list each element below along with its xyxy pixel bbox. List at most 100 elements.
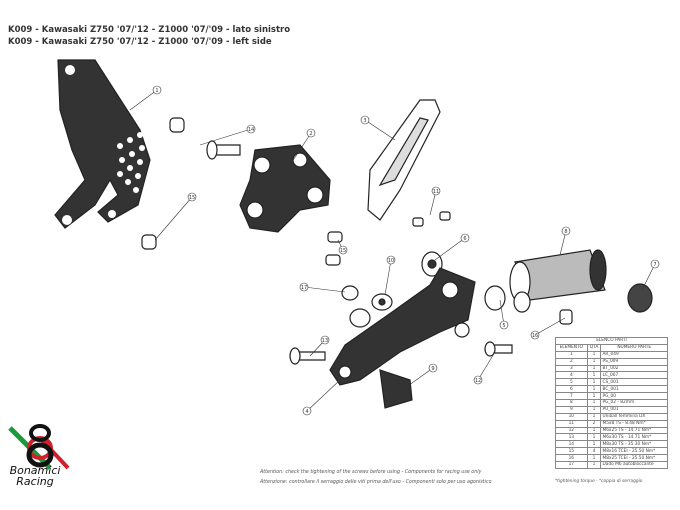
callout-circle [306, 128, 316, 138]
leader-line [534, 317, 566, 336]
quantity: 1 [586, 350, 602, 359]
element-number: 15 [555, 447, 588, 456]
part-number: M5x8 TS - 8.48 Nm* [600, 419, 668, 428]
callout-number: 15 [340, 248, 346, 254]
title-english: K009 - Kawasaki Z750 '07/'12 - Z1000 '07… [8, 37, 272, 47]
part-number: BC_001 [600, 385, 668, 394]
element-number: 5 [555, 378, 588, 387]
element-number: 10 [555, 412, 588, 421]
quantity: 1 [586, 461, 602, 469]
quantity: 1 [586, 357, 602, 366]
part-number: PG_02 - 82mm [600, 399, 668, 407]
quantity: 2 [586, 419, 602, 428]
title-italian: K009 - Kawasaki Z750 '07/'12 - Z1000 '07… [8, 25, 291, 35]
callout-number: 13 [322, 338, 328, 344]
quantity: 1 [586, 392, 602, 401]
quantity: 1 [586, 399, 602, 407]
warning-italian: Attenzione: controllare il serraggio del… [260, 480, 492, 485]
callout-circle [302, 406, 312, 416]
callout-number: 2 [309, 131, 312, 137]
quantity: 1 [586, 364, 602, 373]
leader-line [434, 237, 466, 261]
leader-line [641, 263, 656, 291]
part-number: M6x25 TS - 14.71 Nm* [600, 426, 668, 435]
element-number: 1 [555, 350, 588, 359]
part-number: PG_00 [600, 392, 668, 401]
table-title: ELENCO PARTI [555, 337, 668, 345]
callout-circle [428, 363, 438, 373]
part-4-lever [329, 267, 476, 386]
quantity: 1 [586, 385, 602, 394]
part-number: M8x16 TCEI - 25.50 Nm* [600, 447, 668, 456]
part-number: BT_002 [600, 364, 668, 373]
element-number: 7 [555, 392, 588, 401]
callout-number: 5 [502, 323, 505, 329]
callout-number: 4 [305, 409, 308, 415]
element-number: 13 [555, 433, 588, 442]
leader-line [154, 196, 193, 241]
part-number: LC_007 [600, 371, 668, 380]
callout-number: 14 [248, 127, 254, 133]
element-number: 17 [555, 461, 588, 469]
part-7-end-cap [627, 283, 653, 313]
bonamici-logo [8, 424, 70, 470]
quantity: 1 [586, 412, 602, 421]
part-number: AR_049 [600, 350, 668, 359]
element-number: 16 [555, 454, 588, 463]
column-header: QTÀ [586, 343, 602, 352]
callout-number: 1 [155, 88, 158, 94]
leader-line [384, 259, 392, 296]
element-number: 4 [555, 371, 588, 380]
element-number: 8 [555, 399, 588, 407]
callout-number: 10 [388, 258, 394, 264]
part-number: CS_001 [600, 378, 668, 387]
callout-number: 8 [564, 229, 567, 235]
screw-top [169, 117, 185, 133]
callout-number: 11 [433, 189, 439, 195]
column-header: ELEMENTO [555, 343, 588, 352]
callout-circle [386, 255, 396, 265]
parts-list-table: ELENCO PARTI ELEMENTO QTÀ NUMERO PARTE 1… [555, 337, 668, 469]
callout-number: 3 [363, 118, 366, 124]
element-number: 12 [555, 426, 588, 435]
callout-number: 16 [532, 333, 538, 339]
part-number: M8x25 TCEI - 25.50 Nm* [600, 454, 668, 463]
callout-number: 15 [189, 195, 195, 201]
callout-number: 6 [463, 236, 466, 242]
callout-circle [499, 320, 509, 330]
logo-text-bonamici: Bonamici [9, 464, 61, 477]
callout-circle [152, 85, 162, 95]
element-number: 2 [555, 357, 588, 366]
element-number: 6 [555, 385, 588, 394]
warning-english: Attention: check the tightening of the s… [260, 470, 482, 475]
callout-number: 17 [301, 285, 307, 291]
part-number: M6x30 TS - 14.71 Nm* [600, 433, 668, 442]
quantity: 1 [586, 426, 602, 435]
part-number: Dado M6 autobloccante [600, 461, 668, 469]
callout-circle [460, 233, 470, 243]
element-number: 9 [555, 405, 588, 414]
column-header: NUMERO PARTE [600, 343, 668, 352]
callout-circle [431, 186, 441, 196]
callout-circle [360, 115, 370, 125]
element-number: 3 [555, 364, 588, 373]
element-number: 11 [555, 419, 588, 428]
quantity: 4 [586, 447, 602, 456]
table-footnote: *tightening torque - *coppia di serraggi… [555, 479, 643, 484]
callout-number: 12 [475, 378, 481, 384]
